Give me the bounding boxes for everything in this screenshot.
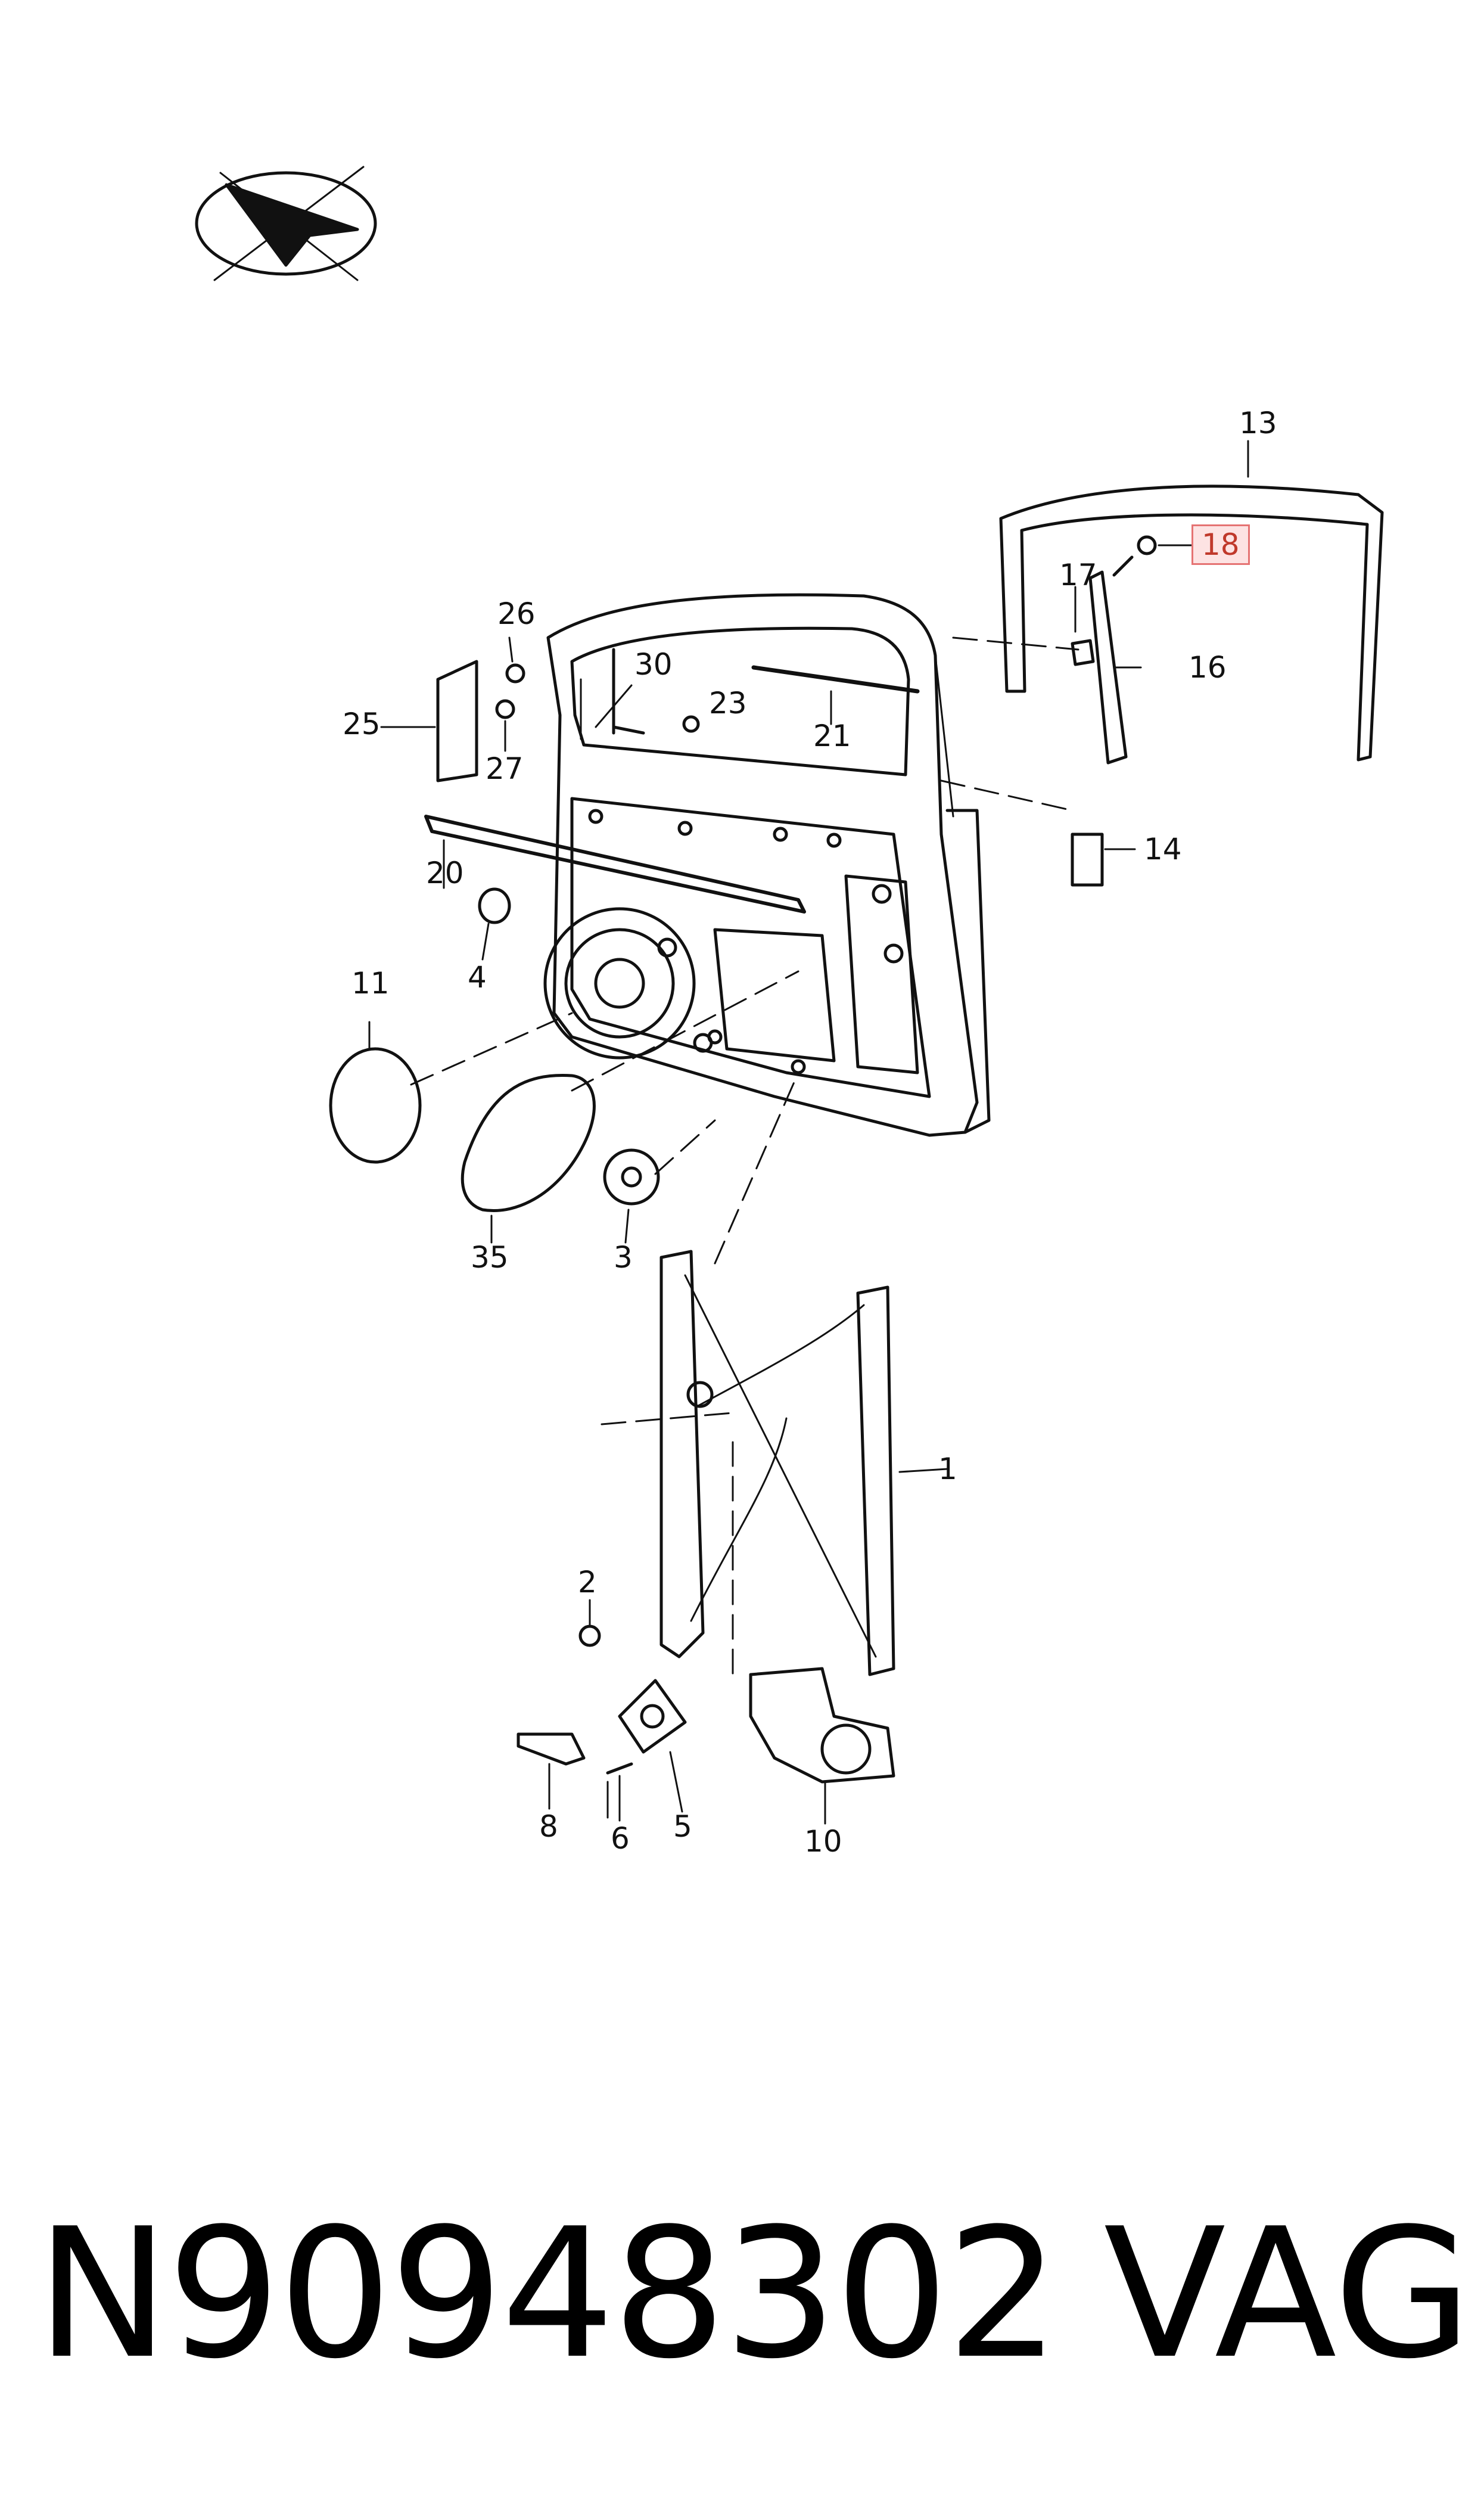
part-11-speaker-cover [329, 1047, 422, 1164]
part-23-screw [682, 715, 700, 733]
part-30-cable [612, 648, 645, 735]
callout-10: 10 [804, 1824, 842, 1859]
part-25-handle-cover [436, 660, 478, 782]
callout-8: 8 [539, 1809, 558, 1844]
part-10-motor [749, 1667, 895, 1784]
part-16-window-guide [1088, 570, 1128, 765]
part-27-nut [495, 699, 515, 719]
callout-11: 11 [351, 966, 390, 1001]
callout-27: 27 [486, 751, 524, 786]
part-35-handle-trim [461, 1073, 596, 1212]
callout-5: 5 [673, 1809, 692, 1844]
brand-name: VAG [1103, 2190, 1472, 2398]
part-13-frame-seal [999, 484, 1384, 762]
footer: N90948302 VAG [0, 2205, 1484, 2431]
part-3-grommet [603, 1148, 660, 1206]
part-14-cap [1071, 833, 1104, 887]
part-4-plug [478, 887, 511, 924]
part-17-bracket [1071, 639, 1095, 666]
callout-35: 35 [471, 1240, 509, 1275]
part-18-bolt [1112, 535, 1157, 577]
callout-3: 3 [614, 1240, 633, 1275]
leader-lines [368, 440, 1249, 1825]
part-number: N90948302 [36, 2190, 1060, 2398]
assembly-dash-lines [410, 636, 1079, 1682]
orientation-arrow-icon [195, 166, 377, 281]
callout-18-highlighted[interactable]: 18 [1191, 524, 1250, 565]
callout-30: 30 [634, 647, 673, 682]
part-8-crank-handle [517, 1732, 586, 1766]
part-2-nut [578, 1625, 601, 1647]
callout-21: 21 [813, 719, 851, 753]
part-26-clip [505, 663, 525, 684]
callout-13: 13 [1239, 406, 1277, 440]
callout-25: 25 [343, 707, 381, 741]
callout-23: 23 [709, 686, 747, 720]
exploded-parts-diagram [195, 166, 1384, 1825]
callout-17: 17 [1059, 558, 1097, 592]
part-1-window-regulator [659, 1250, 895, 1676]
callout-26: 26 [497, 597, 536, 631]
callout-2: 2 [578, 1565, 597, 1599]
part-21-trim-strip [751, 665, 920, 694]
door-inner-panel [543, 593, 991, 1137]
callout-20: 20 [426, 856, 464, 890]
part-20-window-seal-strip [424, 815, 806, 914]
part-5-pivot [618, 1679, 687, 1754]
callout-14: 14 [1144, 832, 1182, 866]
callout-4: 4 [468, 960, 487, 995]
callout-16: 16 [1189, 650, 1227, 685]
callout-1: 1 [938, 1452, 957, 1486]
callout-6: 6 [611, 1821, 630, 1856]
part-6-screw [606, 1762, 633, 1775]
